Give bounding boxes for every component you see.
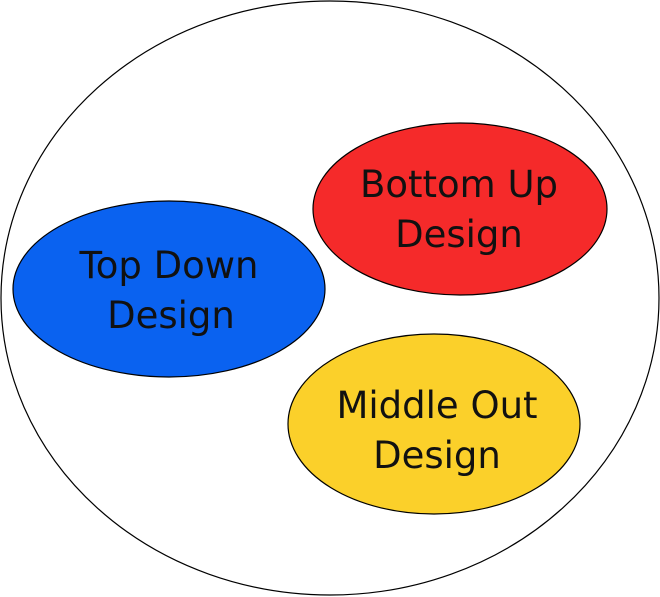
bottom-up-ellipse: [312, 122, 608, 296]
top-down-label-line2: Design: [107, 294, 235, 337]
top-down-label-line1: Top Down: [78, 244, 258, 287]
middle-out-ellipse: [287, 333, 581, 515]
middle-out-design-node: Middle Out Design: [287, 333, 581, 515]
middle-out-label-line2: Design: [373, 434, 501, 477]
top-down-design-node: Top Down Design: [12, 200, 326, 378]
bottom-up-label-line1: Bottom Up: [360, 163, 558, 206]
top-down-ellipse: [12, 200, 326, 378]
bottom-up-design-node: Bottom Up Design: [312, 122, 608, 296]
bottom-up-label-line2: Design: [395, 213, 523, 256]
middle-out-label-line1: Middle Out: [336, 384, 537, 427]
